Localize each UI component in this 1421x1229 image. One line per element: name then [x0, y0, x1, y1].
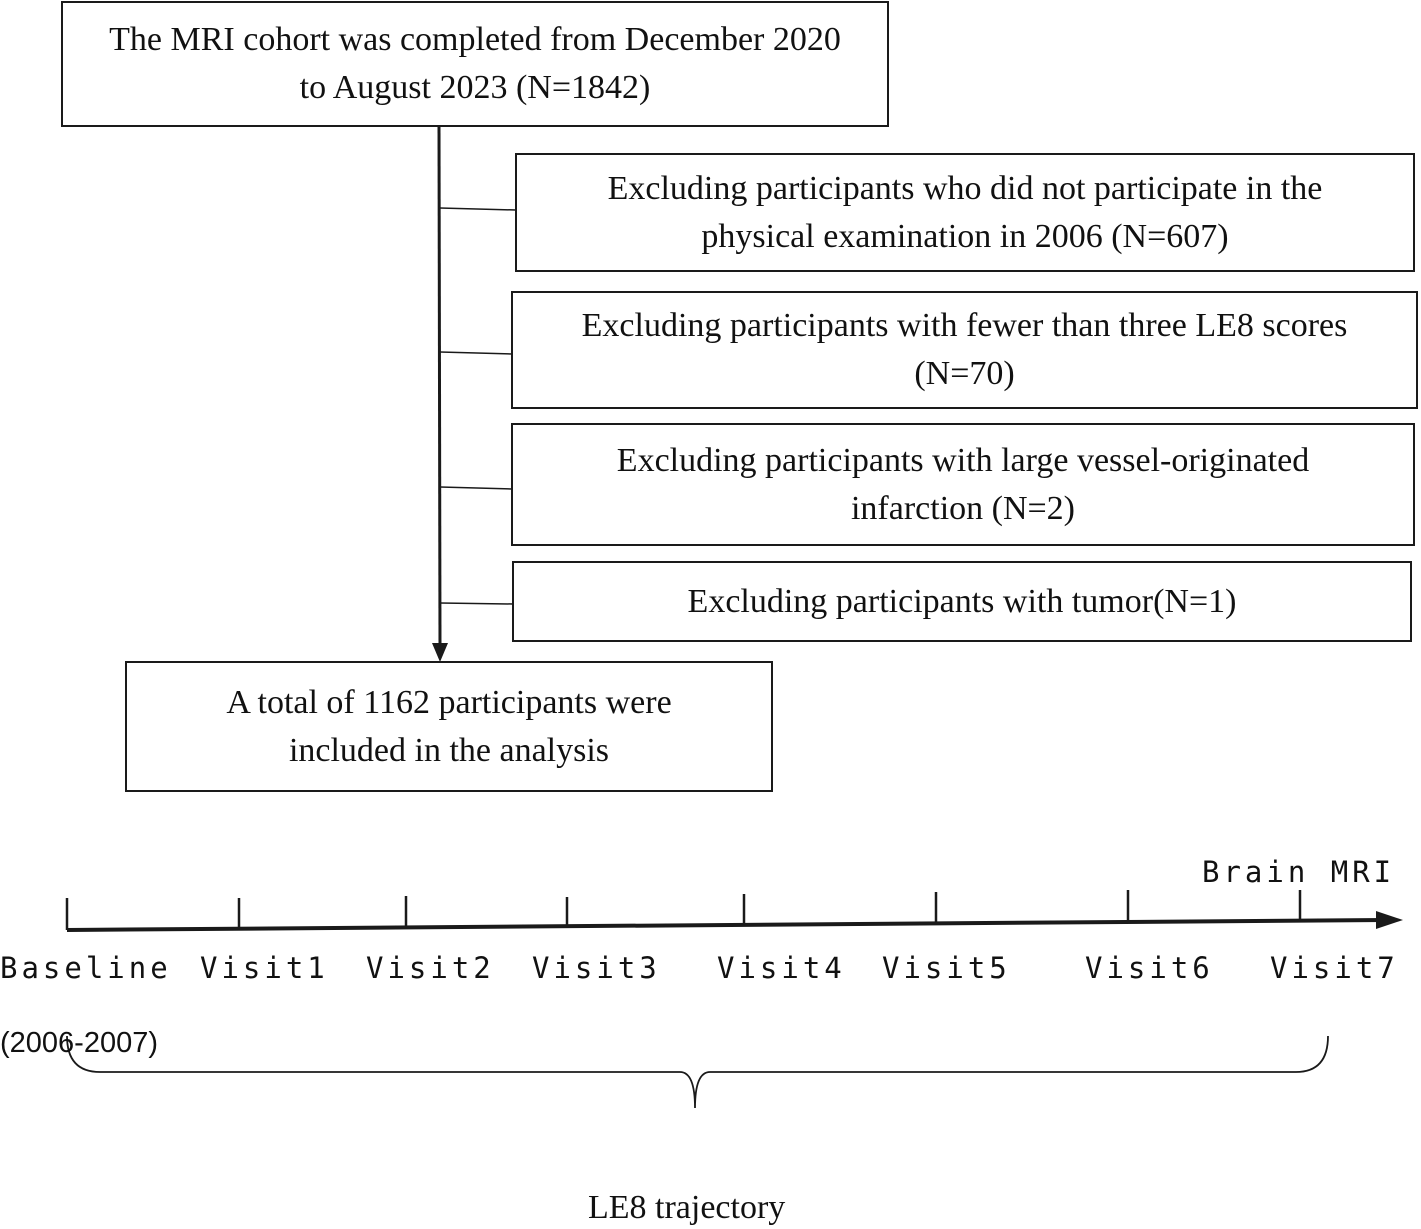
exclusion-box-3: Excluding participants with large vessel…: [511, 423, 1415, 546]
trajectory-brace: [66, 1035, 1329, 1109]
brain-mri-label: Brain MRI: [1202, 855, 1396, 889]
visit-label-visit7: Visit7: [1270, 951, 1399, 985]
visit-label-visit3: Visit3: [532, 951, 661, 985]
exclusion-connector-2: [439, 351, 513, 355]
le8-trajectory-label: LE8 trajectory: [588, 1189, 786, 1226]
visit-label-visit6: Visit6: [1085, 951, 1214, 985]
baseline-period-label: (2006-2007): [0, 1027, 158, 1059]
exclusion-box-1: Excluding participants who did not parti…: [515, 153, 1415, 272]
main-flow-arrowhead: [432, 643, 448, 662]
timeline-axis: [66, 918, 1386, 932]
visit-label-baseline: Baseline: [0, 951, 172, 985]
visit-label-visit4: Visit4: [717, 951, 846, 985]
cohort-start-box: The MRI cohort was completed from Decemb…: [61, 1, 889, 127]
exclusion-box-2: Excluding participants with fewer than t…: [511, 291, 1418, 409]
exclusion-connector-1: [439, 207, 517, 211]
timeline-arrowhead: [1376, 911, 1403, 929]
visit-label-visit5: Visit5: [882, 951, 1011, 985]
final-included-box: A total of 1162 participants were includ…: [125, 661, 773, 792]
exclusion-connector-4: [439, 602, 514, 605]
visit-label-visit1: Visit1: [200, 951, 329, 985]
main-flow-arrow: [437, 123, 442, 649]
exclusion-box-4: Excluding participants with tumor(N=1): [512, 561, 1412, 642]
exclusion-connector-3: [439, 486, 513, 490]
visit-label-visit2: Visit2: [366, 951, 495, 985]
